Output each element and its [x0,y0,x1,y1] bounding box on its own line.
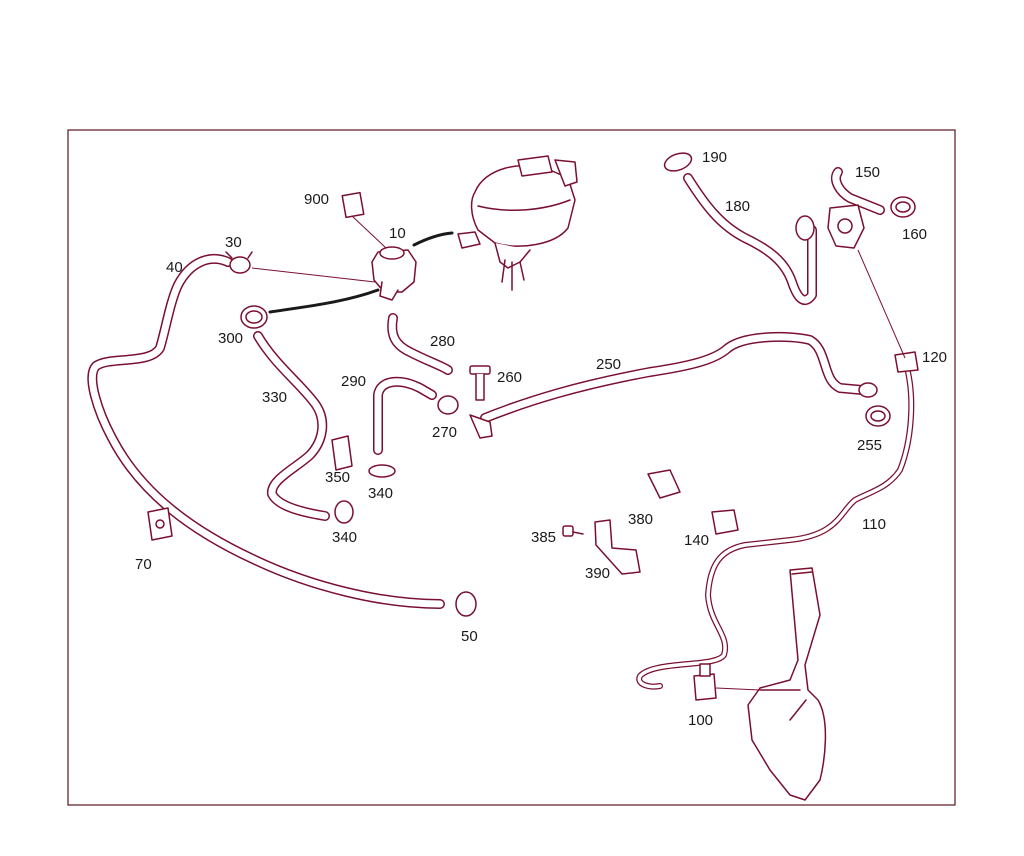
label-340a: 340 [368,485,393,502]
label-340b: 340 [332,529,357,546]
label-120: 120 [922,349,947,366]
clip-140 [711,509,739,535]
clamp-340-upper [368,464,396,478]
label-160: 160 [902,226,927,243]
arrow-hose-300 [268,288,380,314]
bracket-350 [331,435,353,471]
label-140: 140 [684,532,709,549]
leader-900 [351,215,387,249]
arrow-to-tank [412,231,454,247]
label-40: 40 [166,259,183,276]
label-270: 270 [432,424,457,441]
label-100: 100 [688,712,713,729]
bracket-380 [647,469,681,499]
clamp-160 [890,196,916,218]
label-900: 900 [304,191,329,208]
bolt-260 [469,365,491,401]
leader-120 [857,249,906,359]
connector-900 [341,191,365,219]
leader-30 [251,267,376,283]
label-385: 385 [531,529,556,546]
pump-100 [693,663,717,701]
label-50: 50 [461,628,478,645]
line-110 [636,369,915,690]
hose-330 [253,331,330,521]
hose-290 [373,376,437,455]
label-350: 350 [325,469,350,486]
clamp-50 [455,591,477,617]
label-300: 300 [218,330,243,347]
label-10: 10 [389,225,406,242]
label-110: 110 [862,516,886,533]
label-390: 390 [585,565,610,582]
clamp-300 [240,305,268,329]
label-250: 250 [596,356,621,373]
hose-280 [387,313,453,375]
label-70: 70 [135,556,152,573]
expansion-tank [457,155,578,291]
housing-150 [827,204,865,249]
hose-180 [683,173,817,305]
hose-150 [830,167,885,215]
clamp-30 [225,251,253,274]
clamp-340-lower [334,500,354,524]
clamp-180 [795,215,815,241]
label-280: 280 [430,333,455,350]
clamp-190 [663,152,693,172]
clamp-270 [437,395,493,439]
bracket-390 [594,519,641,575]
label-330: 330 [262,389,287,406]
clamp-255 [858,382,891,427]
bracket-70 [147,507,173,541]
hose-40 [87,254,445,609]
label-190: 190 [702,149,727,166]
label-380: 380 [628,511,653,528]
label-290: 290 [341,373,366,390]
clip-120 [894,351,919,373]
washer-reservoir [747,567,827,801]
label-260: 260 [497,369,522,386]
pump-10 [341,191,417,301]
label-150: 150 [855,164,880,181]
leader-100 [715,687,761,691]
label-30: 30 [225,234,242,251]
line-250 [480,331,867,423]
label-255: 255 [857,437,882,454]
bolt-385 [562,525,584,537]
label-180: 180 [725,198,750,215]
diagram-frame [67,129,956,806]
